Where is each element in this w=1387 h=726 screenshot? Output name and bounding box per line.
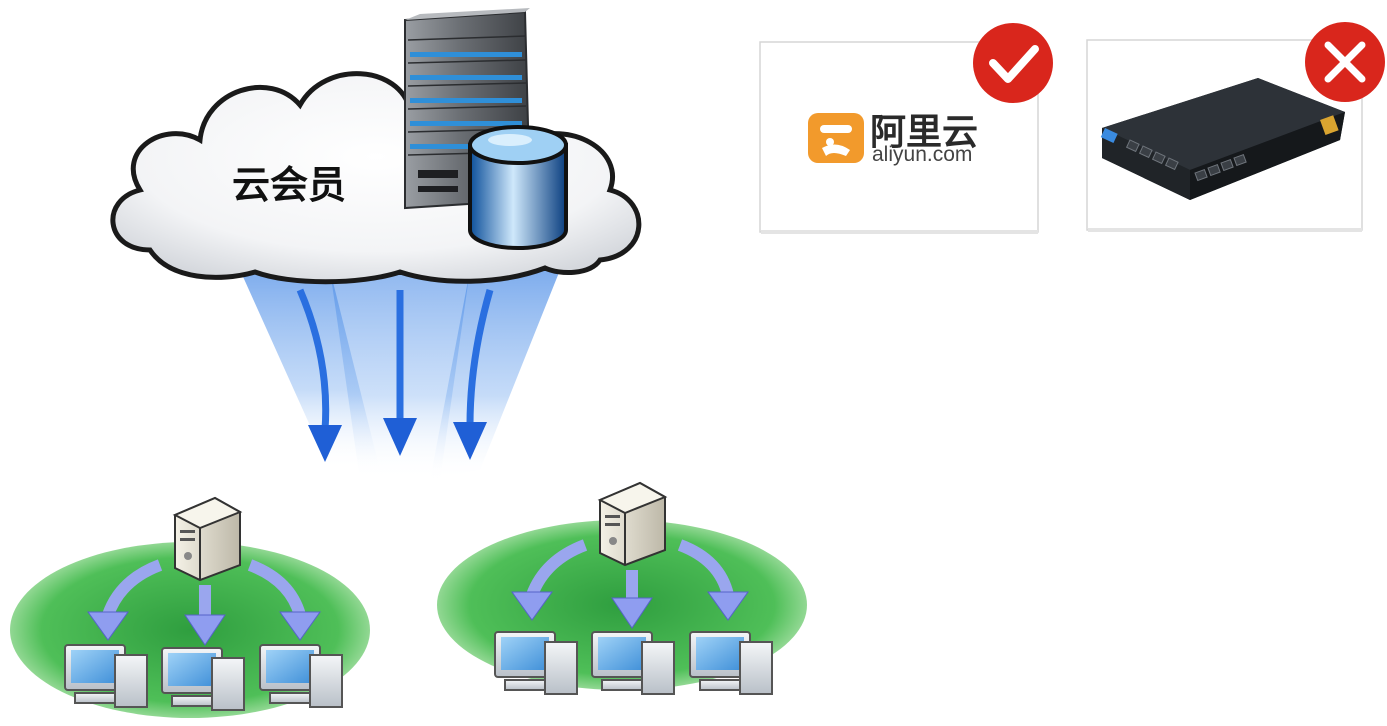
aliyun-logo-icon [808,113,864,163]
client-pc-icon [64,644,148,708]
distribute-arrow-left-1 [102,559,163,618]
down-arrow-left-head [308,425,342,462]
down-arrow-right-head [453,422,487,460]
network-group-right [437,481,807,695]
distribute-arrow-left-3 [247,559,306,617]
database-icon [468,125,568,250]
client-pc-icon [259,644,343,708]
down-arrow-right [466,289,494,426]
aliyun-domain-text: aliyun.com [872,143,972,166]
aliyun-logo-text: 阿里云 [870,112,978,153]
local-server-icon-left [172,496,243,582]
distribute-arrow-right-3 [677,539,734,597]
data-flow-beams [240,270,560,480]
client-pc-icon [591,631,675,695]
client-pc-icon [161,647,245,711]
router-option-card [1086,22,1385,232]
down-arrow-center-head [383,418,417,456]
local-server-icon-right [597,481,668,567]
check-icon [973,23,1053,103]
router-device-icon [1100,78,1345,200]
down-arrow-left [296,288,330,431]
aliyun-option-card: 阿里云 aliyun.com [759,23,1053,234]
cross-icon [1305,22,1385,102]
client-pc-icon [494,631,578,695]
distribute-arrow-right-1 [526,539,588,598]
cloud-label: 云会员 [232,163,346,207]
client-pc-icon [689,631,773,695]
network-group-left [10,496,370,718]
